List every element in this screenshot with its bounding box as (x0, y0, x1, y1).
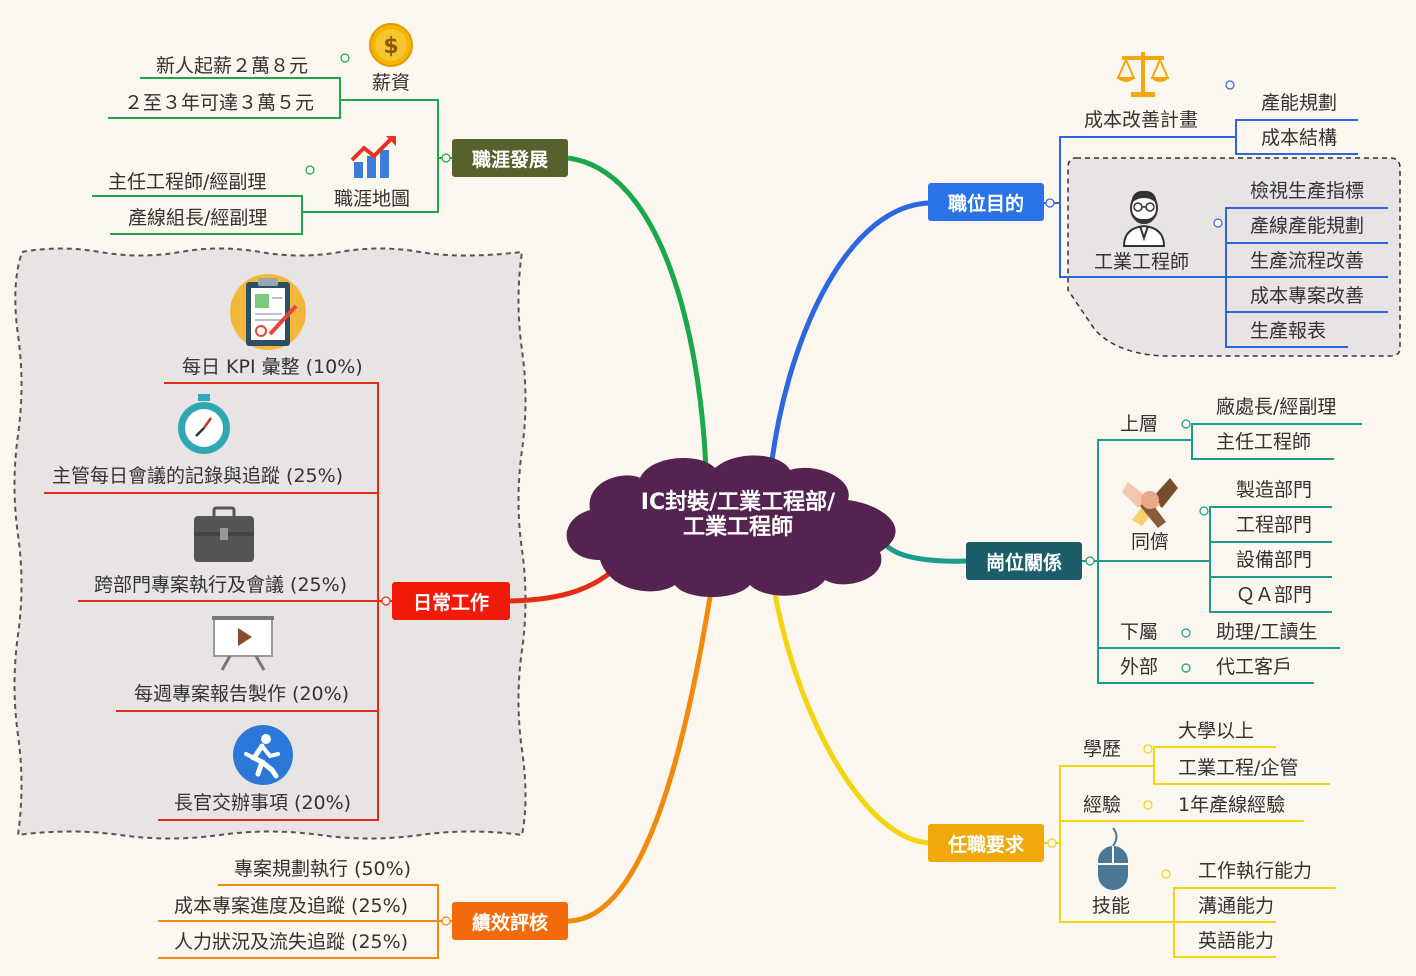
relations-peer-item-2[interactable]: 工程部門 (1236, 514, 1313, 536)
central-topic-shape (566, 455, 896, 598)
perf-item-1[interactable]: 專案規劃執行 (50%) (234, 858, 412, 880)
career-map-item-2[interactable]: 產線組長/經副理 (128, 207, 268, 229)
career-salary-label[interactable]: 薪資 (372, 72, 411, 94)
req-experience-item-1[interactable]: 1年產線經驗 (1178, 794, 1286, 816)
branch-perf (567, 584, 715, 924)
relations-upper-label[interactable]: 上層 (1120, 413, 1159, 435)
purpose-cost-item-2[interactable]: 成本結構 (1261, 127, 1338, 149)
hands-together-icon (1122, 478, 1178, 528)
growth-chart-icon (350, 136, 396, 178)
daily-item-3[interactable]: 跨部門專案執行及會議 (25%) (94, 574, 348, 596)
topic-perf[interactable]: 績效評核 (452, 902, 568, 940)
relations-external-item-1[interactable]: 代工客戶 (1216, 656, 1293, 678)
branch-purpose (769, 200, 931, 461)
career-salary-item-1[interactable]: 新人起薪２萬８元 (156, 55, 309, 77)
relations-peer-label[interactable]: 同儕 (1131, 531, 1170, 553)
mouse-icon (1098, 827, 1128, 890)
daily-item-4[interactable]: 每週專案報告製作 (20%) (134, 683, 350, 705)
topic-relations[interactable]: 崗位關係 (966, 542, 1082, 580)
purpose-engineer-item-2[interactable]: 產線產能規劃 (1250, 215, 1365, 237)
purpose-engineer-item-3[interactable]: 生產流程改善 (1250, 250, 1365, 272)
perf-item-2[interactable]: 成本專案進度及追蹤 (25%) (174, 895, 409, 917)
purpose-engineer-item-5[interactable]: 生產報表 (1250, 320, 1327, 342)
daily-item-2[interactable]: 主管每日會議的記錄與追蹤 (25%) (52, 465, 344, 487)
purpose-cost-item-1[interactable]: 產能規劃 (1261, 92, 1338, 114)
topic-daily[interactable]: 日常工作 (392, 582, 510, 620)
daily-item-1[interactable]: 每日 KPI 彙整 (10%) (182, 356, 363, 378)
purpose-cost-label[interactable]: 成本改善計畫 (1084, 109, 1199, 131)
career-map-item-1[interactable]: 主任工程師/經副理 (108, 171, 267, 193)
career-map-label[interactable]: 職涯地圖 (334, 188, 411, 210)
scale-icon (1116, 52, 1170, 97)
perf-item-3[interactable]: 人力狀況及流失追蹤 (25%) (174, 931, 409, 953)
topic-requirements[interactable]: 任職要求 (928, 824, 1044, 862)
clipboard-icon (230, 274, 306, 350)
svg-text:$: $ (383, 34, 398, 59)
briefcase-icon (194, 506, 254, 562)
branch-requirements (769, 574, 931, 846)
central-topic-line1: IC封裝/工業工程部/ (640, 490, 836, 515)
branch-relations (884, 543, 969, 564)
relations-upper-item-2[interactable]: 主任工程師 (1216, 431, 1312, 453)
running-person-icon (233, 725, 293, 785)
req-education-label[interactable]: 學歷 (1083, 738, 1122, 760)
daily-item-5[interactable]: 長官交辦事項 (20%) (174, 792, 352, 814)
relations-lower-label[interactable]: 下屬 (1120, 621, 1159, 643)
engineer-avatar-icon (1122, 190, 1166, 247)
relations-lower-item-1[interactable]: 助理/工讀生 (1216, 621, 1318, 643)
stopwatch-icon (178, 394, 230, 454)
req-experience-label[interactable]: 經驗 (1083, 794, 1122, 816)
relations-peer-item-4[interactable]: ＱＡ部門 (1236, 584, 1313, 606)
central-topic-line2: 工業工程師 (682, 515, 793, 541)
relations-upper-item-1[interactable]: 廠處長/經副理 (1216, 396, 1337, 418)
dollar-coin-icon: $ (369, 23, 413, 67)
presentation-board-icon (212, 616, 274, 671)
relations-peer-item-3[interactable]: 設備部門 (1236, 549, 1313, 571)
topic-purpose[interactable]: 職位目的 (928, 183, 1044, 221)
req-education-item-2[interactable]: 工業工程/企管 (1178, 757, 1299, 779)
req-skills-item-1[interactable]: 工作執行能力 (1198, 860, 1313, 882)
purpose-engineer-item-4[interactable]: 成本專案改善 (1250, 285, 1365, 307)
req-education-item-1[interactable]: 大學以上 (1178, 720, 1255, 742)
topic-career[interactable]: 職涯發展 (452, 139, 568, 177)
req-skills-item-2[interactable]: 溝通能力 (1198, 895, 1275, 917)
purpose-engineer-label[interactable]: 工業工程師 (1094, 251, 1190, 273)
branch-career (567, 155, 709, 471)
purpose-engineer-item-1[interactable]: 檢視生產指標 (1250, 180, 1365, 202)
central-topic[interactable]: IC封裝/工業工程部/ 工業工程師 (596, 490, 880, 541)
daily-work-boundary (13, 247, 527, 840)
req-skills-item-3[interactable]: 英語能力 (1198, 930, 1275, 952)
relations-peer-item-1[interactable]: 製造部門 (1236, 479, 1313, 501)
req-skills-label[interactable]: 技能 (1092, 895, 1131, 917)
relations-external-label[interactable]: 外部 (1120, 656, 1159, 678)
career-salary-item-2[interactable]: ２至３年可達３萬５元 (124, 92, 315, 114)
